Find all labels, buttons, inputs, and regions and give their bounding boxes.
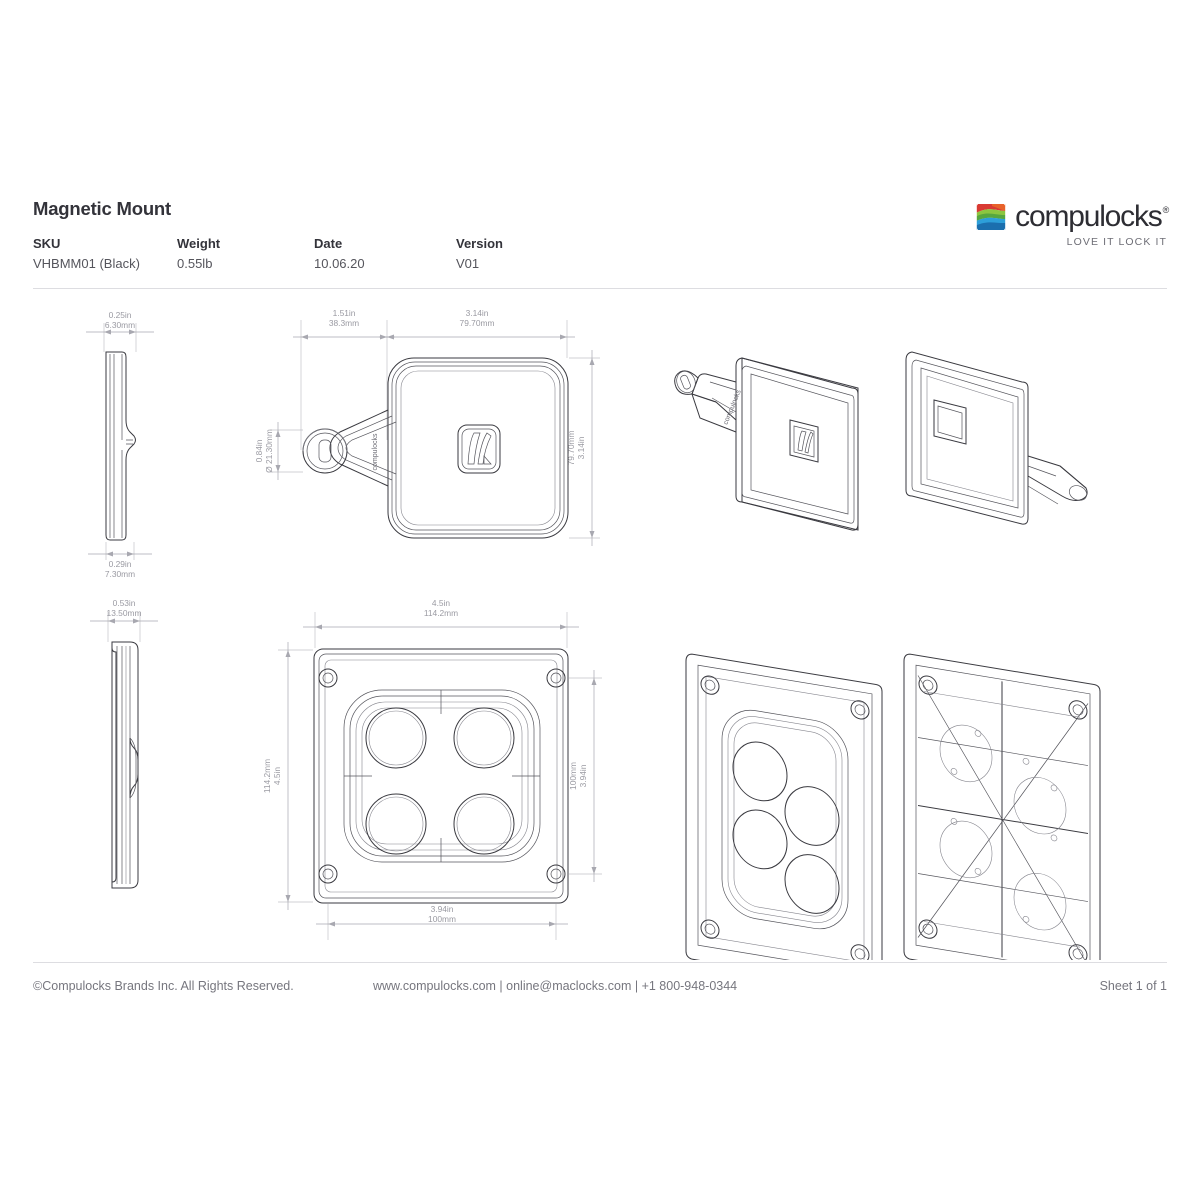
meta-label-weight: Weight (177, 236, 221, 251)
meta-label-date: Date (314, 236, 343, 251)
dim-plate-width-in: 4.5in (432, 598, 451, 608)
top-iso-view-right (905, 351, 1088, 525)
document-header: Magnetic Mount SKU VHBMM01 (Black) Weigh… (33, 198, 1170, 288)
document-footer: ©Compulocks Brands Inc. All Rights Reser… (33, 979, 1167, 1001)
footer-contact: www.compulocks.com | online@maclocks.com… (373, 979, 738, 993)
dim-vesa-horizontal-in: 3.94in (431, 904, 454, 914)
meta-field-date: Date 10.06.20 (314, 236, 365, 271)
meta-label-sku: SKU (33, 236, 61, 251)
footer-sheet-number: Sheet 1 of 1 (1099, 979, 1167, 993)
dim-front-plate-height-mm: 79.70mm (566, 431, 576, 466)
dim-side-bottom-thickness-in: 0.53in (113, 598, 136, 608)
meta-value-version: V01 (456, 256, 480, 271)
dim-vesa-horizontal-mm: 100mm (428, 914, 456, 924)
dim-front-plate-width-in: 3.14in (466, 308, 489, 318)
bottom-iso-view-left (685, 653, 883, 960)
iso-part-brand-text: compulocks (722, 389, 743, 426)
dim-vesa-vertical-in: 3.94in (578, 764, 588, 787)
dim-plate-height-mm: 114.2mm (262, 759, 272, 793)
dim-side-top-thickness-mm: 6.30mm (105, 320, 135, 330)
dim-side-top-base-mm: 7.30mm (105, 569, 135, 579)
meta-label-version: Version (456, 236, 503, 251)
page-title: Magnetic Mount (33, 198, 171, 219)
bottom-side-profile-view: 0.53in 13.50mm (90, 598, 158, 889)
compulocks-logo-mark-icon (976, 202, 1007, 232)
dim-ball-joint-dia-in: 0.84in (254, 439, 264, 462)
top-iso-view-left: compulocks (674, 357, 859, 531)
bottom-iso-view-right (903, 653, 1101, 960)
wordmark-text: compulocks (1015, 200, 1163, 233)
dim-front-plate-width-mm: 79.70mm (460, 318, 495, 328)
meta-field-sku: SKU VHBMM01 (Black) (33, 236, 140, 271)
dim-front-arm-width-mm: 38.3mm (329, 318, 359, 328)
meta-value-sku: VHBMM01 (Black) (33, 256, 140, 271)
meta-value-weight: 0.55lb (177, 256, 213, 271)
dim-plate-height-in: 4.5in (272, 767, 282, 786)
meta-field-version: Version V01 (456, 236, 503, 271)
iso-center-logo-badge-icon (789, 419, 819, 463)
top-front-view: 1.51in 38.3mm 3.14in 79.70mm 3.14in 79.7… (254, 308, 600, 546)
technical-drawing-area: 0.25in 6.30mm 0.29in 7.30mm (0, 290, 1200, 960)
magnet-circles (365, 707, 515, 855)
registered-mark: ® (1162, 205, 1170, 215)
dim-front-plate-height-in: 3.14in (576, 436, 586, 459)
center-logo-badge-icon (457, 424, 501, 474)
bottom-plate-view: 4.5in 114.2mm 4.5in 114.2mm 3.94in 100mm (262, 598, 602, 940)
dim-plate-width-mm: 114.2mm (424, 608, 458, 618)
dim-side-bottom-thickness-mm: 13.50mm (107, 608, 142, 618)
part-brand-text: compulocks (372, 433, 379, 470)
corner-mount-holes (318, 668, 566, 884)
meta-field-weight: Weight 0.55lb (177, 236, 220, 271)
meta-value-date: 10.06.20 (314, 256, 365, 271)
dim-ball-joint-dia-mm: Ø 21.30mm (264, 429, 274, 473)
dim-side-top-thickness-in: 0.25in (109, 310, 132, 320)
dim-vesa-vertical-mm: 100mm (568, 762, 578, 790)
dim-side-top-base-in: 0.29in (109, 559, 132, 569)
brand-tagline: LOVE IT LOCK IT (1066, 236, 1167, 248)
dim-front-arm-width-in: 1.51in (333, 308, 356, 318)
footer-divider (33, 962, 1167, 963)
compulocks-logo: compulocks® LOVE IT LOCK IT (937, 200, 1170, 264)
top-side-profile-view: 0.25in 6.30mm 0.29in 7.30mm (86, 310, 154, 579)
compulocks-wordmark: compulocks® (1015, 200, 1170, 233)
header-divider (33, 288, 1167, 289)
drawing-svg: 0.25in 6.30mm 0.29in 7.30mm (86, 308, 1101, 960)
footer-copyright: ©Compulocks Brands Inc. All Rights Reser… (33, 979, 294, 993)
